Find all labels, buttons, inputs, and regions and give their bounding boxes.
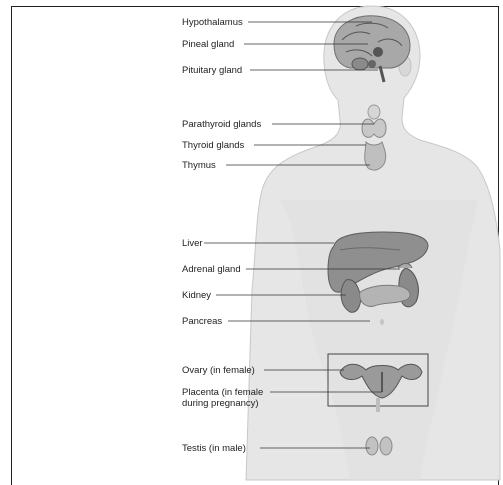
label-parathyroid-glands: Parathyroid glands [182, 119, 261, 130]
label-hypothalamus: Hypothalamus [182, 17, 243, 28]
label-testis: Testis (in male) [182, 443, 246, 454]
label-placenta: Placenta (in female during pregnancy) [182, 387, 282, 409]
label-ovary: Ovary (in female) [182, 365, 255, 376]
label-adrenal-gland: Adrenal gland [182, 264, 241, 275]
label-pituitary-gland: Pituitary gland [182, 65, 242, 76]
label-pineal-gland: Pineal gland [182, 39, 234, 50]
label-kidney: Kidney [182, 290, 211, 301]
label-thyroid-glands: Thyroid glands [182, 140, 244, 151]
label-pancreas: Pancreas [182, 316, 222, 327]
label-liver: Liver [182, 238, 203, 249]
label-thymus: Thymus [182, 160, 216, 171]
